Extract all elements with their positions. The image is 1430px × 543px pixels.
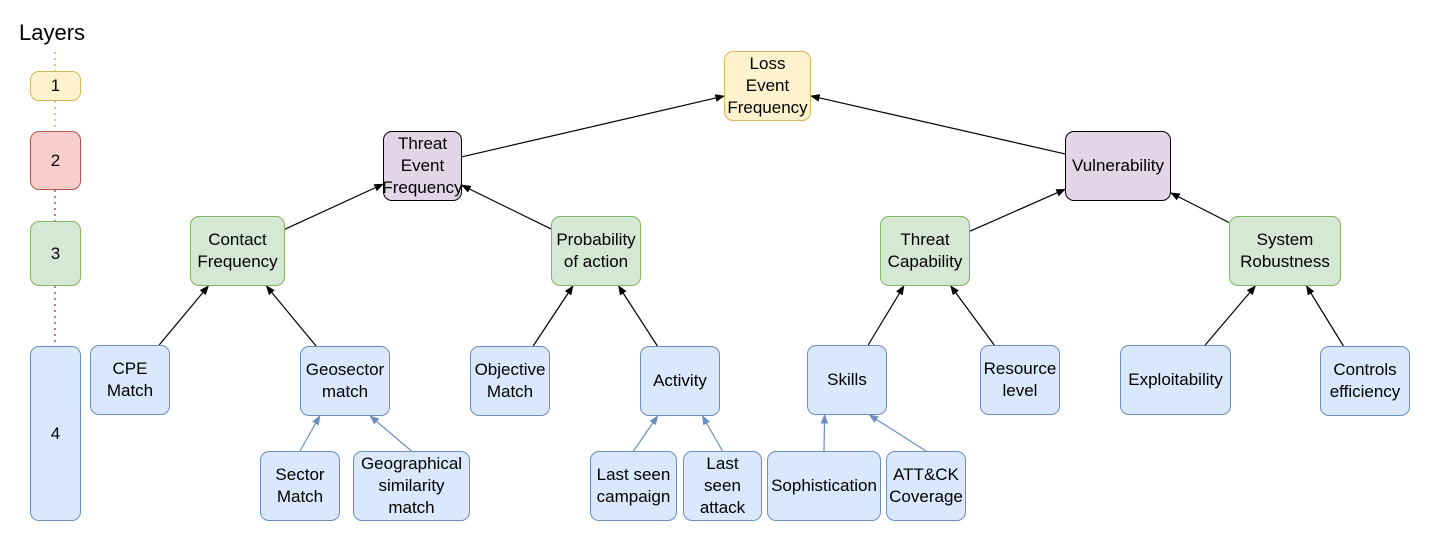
edge-last-seen-attack-to-activity [701, 415, 724, 452]
node-controls-efficiency: Controls efficiency [1320, 346, 1410, 416]
node-geographical-similarity-match: Geographical similarity match [353, 451, 470, 521]
legend-title: Layers [19, 20, 86, 45]
edge-objective-match-to-probability-of-action [532, 285, 574, 347]
edge-controls-efficiency-to-system-robustness [1306, 285, 1344, 347]
legend-layer-4: 4 [30, 346, 81, 521]
node-activity: Activity [640, 346, 720, 416]
legend-layer-1: 1 [30, 71, 81, 101]
node-system-robustness: System Robustness [1229, 216, 1341, 286]
node-exploitability: Exploitability [1120, 345, 1231, 415]
edge-exploitability-to-system-robustness [1204, 285, 1256, 346]
legend-layer-3: 3 [30, 221, 81, 286]
legend-layer-2: 2 [30, 131, 81, 190]
node-threat-capability: Threat Capability [880, 216, 970, 286]
node-threat-event-frequency: Threat Event Frequency [382, 131, 463, 201]
node-loss-event-frequency: Loss Event Frequency [724, 51, 811, 121]
node-contact-frequency: Contact Frequency [190, 216, 285, 286]
node-sophistication: Sophistication [767, 451, 881, 521]
node-sector-match: Sector Match [260, 451, 340, 521]
edge-geographical-similarity-match-to-geosector-match [369, 415, 412, 452]
edge-attck-coverage-to-skills [868, 414, 927, 452]
node-attck-coverage: ATT&CK Coverage [886, 451, 966, 521]
node-geosector-match: Geosector match [300, 346, 390, 416]
edge-last-seen-campaign-to-activity [633, 415, 659, 452]
edge-cpe-match-to-contact-frequency [158, 285, 209, 346]
node-cpe-match: CPE Match [90, 345, 170, 415]
node-resource-level: Resource level [980, 345, 1060, 415]
edge-sophistication-to-skills [820, 414, 829, 452]
node-last-seen-campaign: Last seen campaign [590, 451, 677, 521]
edge-activity-to-probability-of-action [618, 285, 658, 347]
edge-sector-match-to-geosector-match [299, 415, 321, 452]
node-probability-of-action: Probability of action [551, 216, 641, 286]
edge-threat-capability-to-vulnerability [969, 188, 1066, 232]
node-vulnerability: Vulnerability [1065, 131, 1171, 201]
edge-geosector-match-to-contact-frequency [265, 285, 317, 347]
edge-threat-event-frequency-to-loss-event-frequency [461, 94, 725, 158]
edge-skills-to-threat-capability [867, 285, 905, 346]
edge-resource-level-to-threat-capability [950, 285, 995, 346]
node-objective-match: Objective Match [470, 346, 550, 416]
edge-vulnerability-to-loss-event-frequency [810, 94, 1066, 155]
edge-contact-frequency-to-threat-event-frequency [284, 183, 384, 230]
edge-probability-of-action-to-threat-event-frequency [461, 184, 552, 230]
node-skills: Skills [807, 345, 887, 415]
edge-system-robustness-to-vulnerability [1170, 192, 1230, 224]
node-last-seen-attack: Last seen attack [683, 451, 762, 521]
